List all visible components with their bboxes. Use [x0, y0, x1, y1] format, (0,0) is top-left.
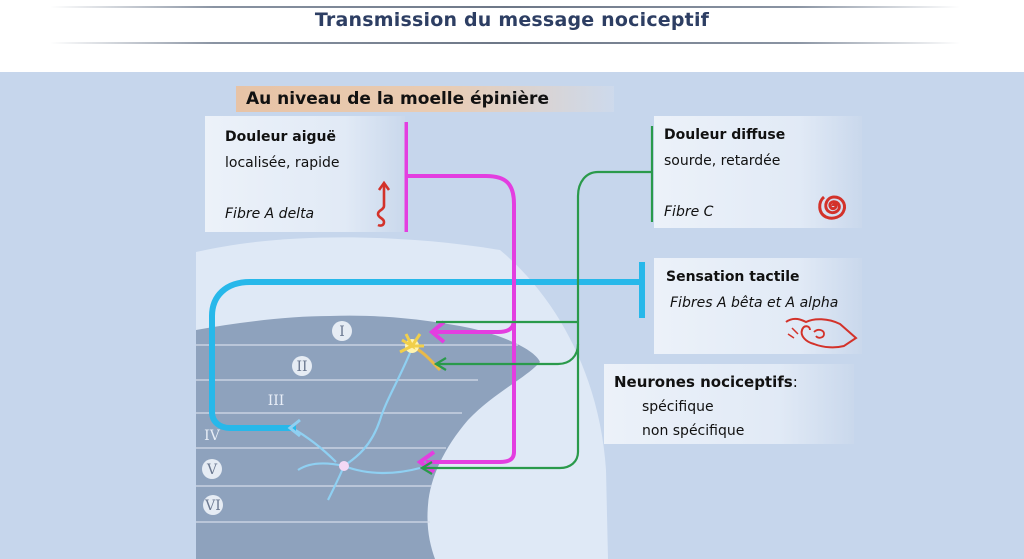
- acute-pain-fiber: Fibre A delta: [225, 206, 315, 222]
- page-title: Transmission du message nociceptif: [314, 9, 710, 31]
- section-subtitle: Au niveau de la moelle épinière: [236, 86, 614, 112]
- header: Transmission du message nociceptif: [0, 0, 1024, 72]
- gray-matter: [196, 315, 540, 559]
- lamina-label-3: III: [268, 393, 285, 409]
- lamina-label-1: I: [339, 324, 345, 340]
- diffuse-pain-title: Douleur diffuse: [664, 127, 786, 143]
- header-top-line: [50, 6, 960, 8]
- neurons-title-row: Neurones nociceptifs:: [614, 373, 798, 391]
- lamina-label-2: II: [296, 359, 307, 375]
- tactile-title: Sensation tactile: [666, 269, 800, 285]
- neurons-item-specific: spécifique: [642, 399, 714, 415]
- arrow-squiggle-icon: [376, 180, 391, 227]
- c-fiber: [419, 126, 654, 475]
- header-bottom-line: [50, 42, 960, 44]
- tactile-box: Sensation tactile Fibres A bêta et A alp…: [654, 258, 862, 354]
- lamina-label-5: V: [206, 462, 218, 478]
- acute-pain-title: Douleur aiguë: [225, 129, 336, 145]
- neurons-title: Neurones nociceptifs: [614, 373, 793, 391]
- neuron-lamina-v: [339, 461, 349, 471]
- lamina-label-4: IV: [204, 428, 221, 444]
- acute-pain-box: Douleur aiguë localisée, rapide Fibre A …: [205, 116, 405, 232]
- diffuse-pain-box: Douleur diffuse sourde, retardée Fibre C: [654, 116, 862, 228]
- tactile-fiber-arrow: [287, 418, 301, 438]
- neurons-item-nonspecific: non spécifique: [642, 423, 745, 439]
- lamina-labels: I II III IV V VI: [202, 321, 352, 515]
- tactile-fiber: Fibres A bêta et A alpha: [670, 295, 839, 311]
- neurons-title-colon: :: [792, 373, 798, 391]
- spiral-icon: [818, 195, 846, 220]
- acute-pain-desc: localisée, rapide: [225, 155, 340, 171]
- diffuse-pain-fiber: Fibre C: [664, 204, 714, 220]
- neuron-lamina-i: [399, 333, 442, 372]
- hand-touch-icon: [785, 317, 858, 349]
- lamina-label-6: VI: [204, 498, 221, 514]
- neurons-box: Neurones nociceptifs: spécifique non spé…: [604, 364, 854, 444]
- tactile-fiber: [209, 279, 640, 431]
- diffuse-pain-desc: sourde, retardée: [664, 153, 781, 169]
